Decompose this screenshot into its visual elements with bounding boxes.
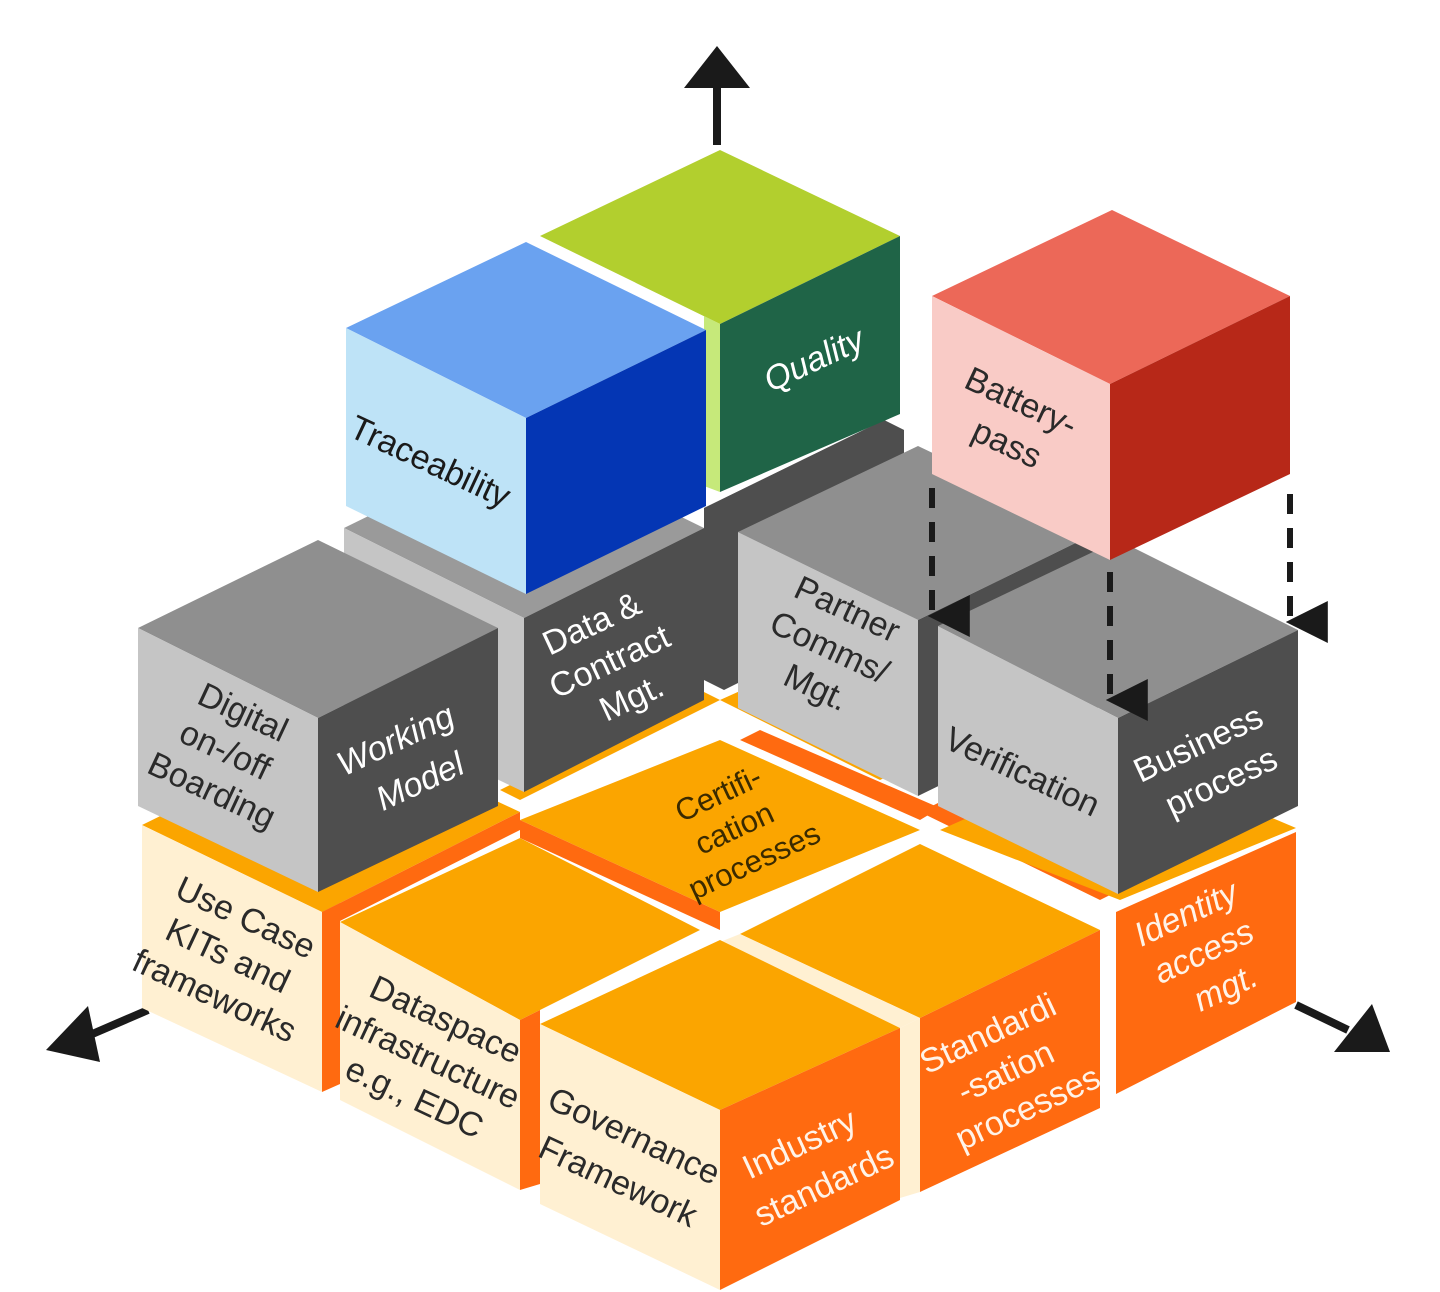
- axis-up-arrow-icon: [684, 46, 750, 88]
- block-governance-industry: Governance Framework Industry standards: [533, 940, 900, 1290]
- axis-left: [46, 1006, 150, 1062]
- axis-right: [1294, 1001, 1390, 1052]
- block-traceability: Traceability: [344, 242, 706, 594]
- axis-right-arrow-icon: [1334, 1004, 1390, 1052]
- block-quality: Quality: [540, 150, 900, 492]
- block-verification-business: Verification Business process: [938, 540, 1298, 894]
- axis-up: [684, 46, 750, 145]
- block-certification-processes: Certifi- cation processes: [520, 740, 920, 930]
- block-dataspace-infrastructure: Dataspace infrastructure e.g., EDC: [330, 838, 700, 1190]
- block-battery-pass: Battery- pass: [932, 210, 1290, 560]
- block-standardisation-processes: Standardi -sation processes: [720, 844, 1106, 1198]
- dashed-arrows: [927, 488, 1328, 721]
- block-digital-onboarding: Digital on-/off Boarding Working Model: [138, 540, 498, 892]
- axis-left-arrow-icon: [46, 1006, 100, 1062]
- svg-text:Data & Contract Mg: Data & Contract Mgt.: [526, 576, 703, 745]
